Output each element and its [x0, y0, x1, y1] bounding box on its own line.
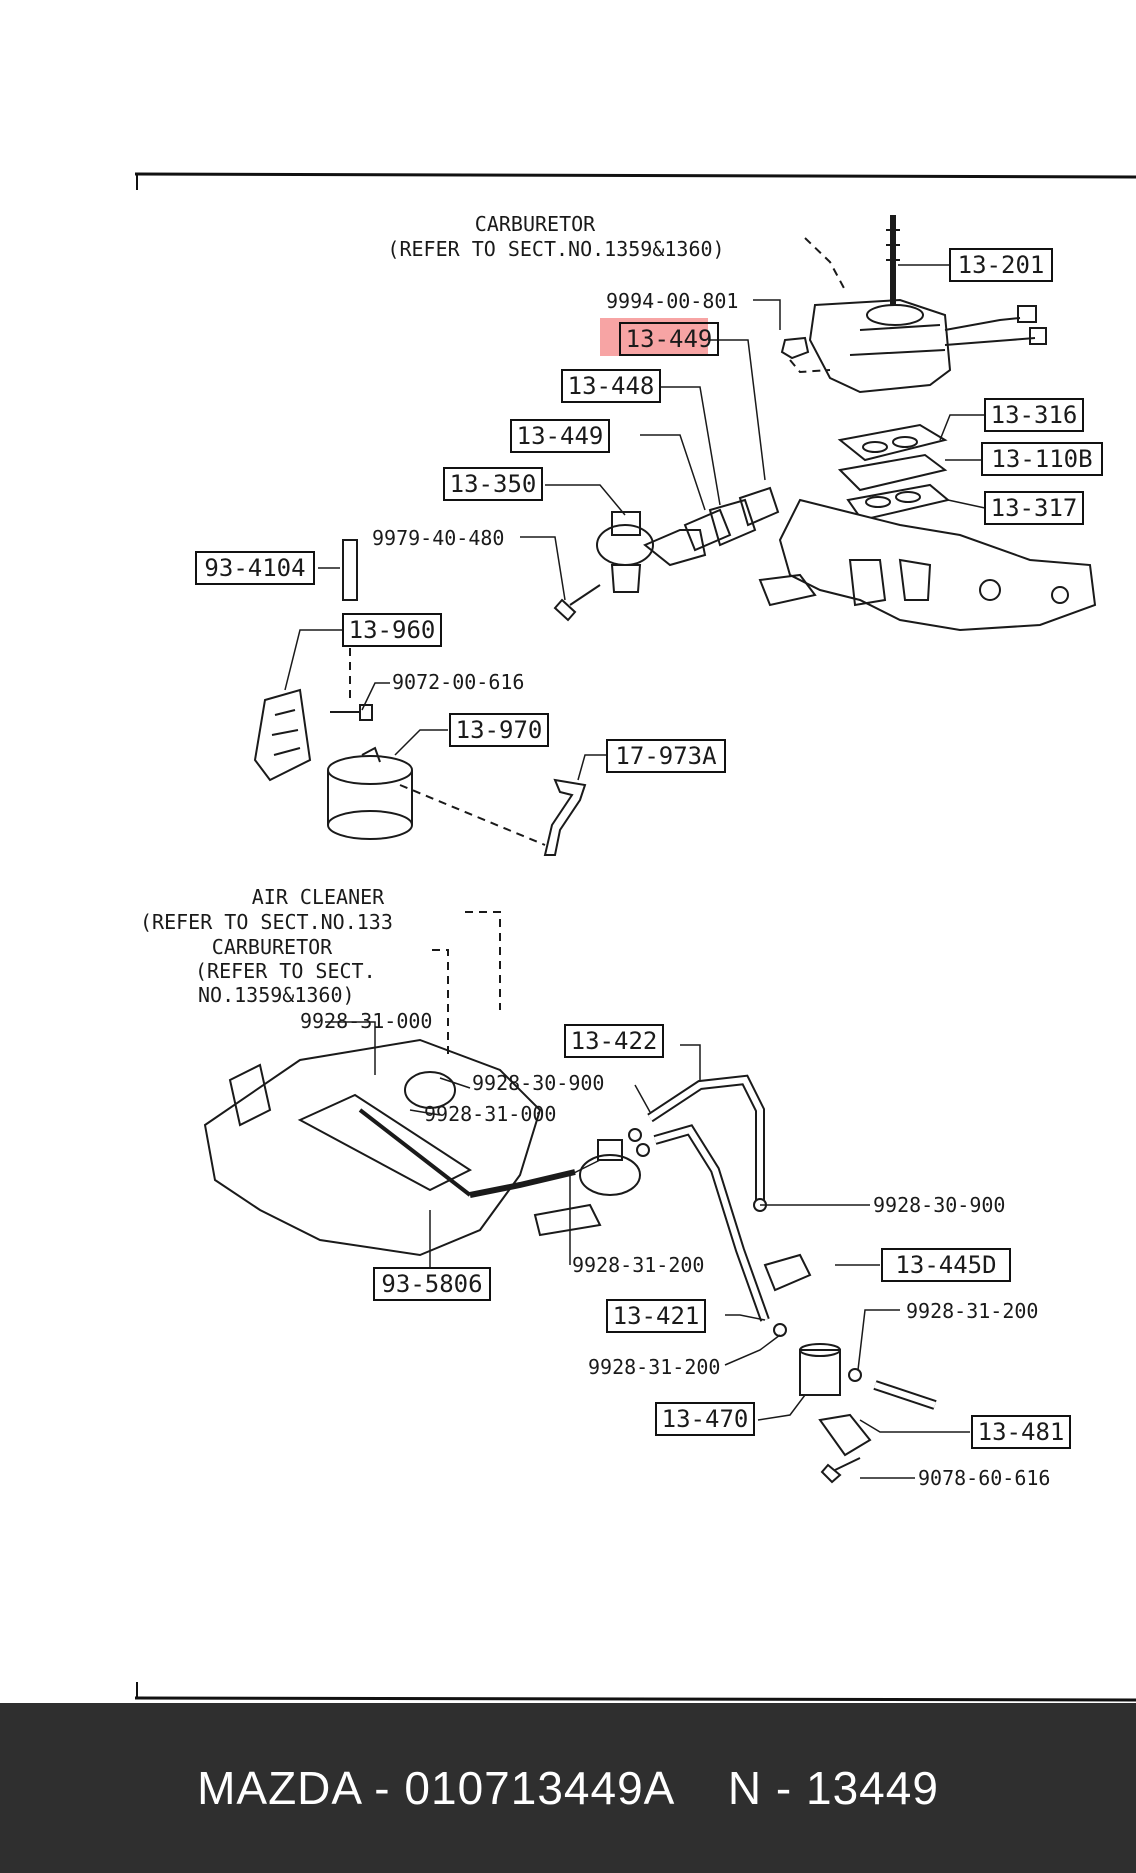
- svg-text:13-960: 13-960: [349, 616, 436, 644]
- note-carburetor-bottom-ref1: (REFER TO SECT.: [195, 959, 376, 983]
- label-13-110b: 13-110B: [981, 442, 1103, 476]
- label-13-449: 13-449: [510, 419, 610, 453]
- label-13-421: 13-421: [606, 1299, 706, 1333]
- note-carburetor-top-ref: (REFER TO SECT.NO.1359&1360): [387, 237, 724, 261]
- svg-text:93-5806: 93-5806: [381, 1270, 482, 1298]
- svg-text:13-110B: 13-110B: [991, 445, 1092, 473]
- note-air-cleaner: AIR CLEANER: [252, 885, 385, 909]
- label-13-422: 13-422: [564, 1024, 664, 1058]
- label-9928-31-200-a: 9928-31-200: [572, 1253, 704, 1277]
- top-section-parts: [253, 215, 1097, 856]
- svg-text:13-445D: 13-445D: [895, 1251, 996, 1279]
- svg-text:13-481: 13-481: [978, 1418, 1065, 1446]
- label-9928-31-200-c: 9928-31-200: [588, 1355, 720, 1379]
- svg-text:13-316: 13-316: [991, 401, 1078, 429]
- svg-text:13-970: 13-970: [456, 716, 543, 744]
- label-13-201: 13-201: [949, 248, 1053, 282]
- label-9078-60-616: 9078-60-616: [918, 1466, 1050, 1490]
- highlight-marker: [600, 318, 708, 356]
- label-9928-30-900-b: 9928-30-900: [873, 1193, 1005, 1217]
- svg-text:13-422: 13-422: [571, 1027, 658, 1055]
- footer-bar: MAZDA - 010713449A N - 13449: [0, 1703, 1136, 1873]
- svg-text:93-4104: 93-4104: [204, 554, 305, 582]
- label-17-973a: 17-973A: [606, 739, 726, 773]
- svg-text:13-317: 13-317: [991, 494, 1078, 522]
- label-9928-30-900-a: 9928-30-900: [472, 1071, 604, 1095]
- svg-text:13-350: 13-350: [450, 470, 537, 498]
- label-13-960: 13-960: [342, 613, 442, 647]
- label-13-445d: 13-445D: [881, 1248, 1011, 1282]
- plain-labels: 9994-00-801 9979-40-480 9072-00-616 9928…: [300, 289, 1050, 1490]
- label-93-5806: 93-5806: [373, 1267, 491, 1301]
- label-13-350: 13-350: [443, 467, 543, 501]
- label-9072-00-616: 9072-00-616: [392, 670, 524, 694]
- label-13-316: 13-316: [984, 398, 1084, 432]
- label-13-481: 13-481: [971, 1415, 1071, 1449]
- label-9979-40-480: 9979-40-480: [372, 526, 504, 550]
- label-9994-00-801: 9994-00-801: [606, 289, 738, 313]
- footer-part-number: MAZDA - 010713449A N - 13449: [197, 1762, 939, 1814]
- label-93-4104: 93-4104: [195, 551, 315, 585]
- svg-text:17-973A: 17-973A: [615, 742, 717, 770]
- svg-text:13-449: 13-449: [626, 325, 713, 353]
- label-13-448: 13-448: [561, 369, 661, 403]
- label-9928-31-000-a: 9928-31-000: [300, 1009, 432, 1033]
- label-13-470: 13-470: [655, 1402, 755, 1436]
- label-13-449-highlighted: 13-449: [619, 322, 719, 356]
- note-carburetor-top: CARBURETOR: [475, 212, 596, 236]
- note-carburetor-bottom-ref2: NO.1359&1360): [198, 983, 355, 1007]
- svg-text:13-448: 13-448: [568, 372, 655, 400]
- parts-diagram: 13-201 13-449 13-448 13-449 13-350 13-31…: [134, 172, 1136, 1702]
- note-carburetor-bottom: CARBURETOR: [212, 935, 333, 959]
- label-9928-31-200-b: 9928-31-200: [906, 1299, 1038, 1323]
- svg-text:13-449: 13-449: [517, 422, 604, 450]
- notes: CARBURETOR (REFER TO SECT.NO.1359&1360) …: [140, 212, 725, 1007]
- svg-text:13-470: 13-470: [662, 1405, 749, 1433]
- bottom-section-parts: [203, 911, 937, 1484]
- label-13-317: 13-317: [984, 491, 1084, 525]
- boxed-labels: 13-201 13-449 13-448 13-449 13-350 13-31…: [195, 248, 1103, 1449]
- label-13-970: 13-970: [449, 713, 549, 747]
- label-9928-31-000-b: 9928-31-000: [424, 1102, 556, 1126]
- note-air-cleaner-ref: (REFER TO SECT.NO.133: [140, 910, 393, 934]
- svg-text:13-201: 13-201: [958, 251, 1045, 279]
- frame: [134, 172, 1136, 1702]
- svg-text:13-421: 13-421: [613, 1302, 700, 1330]
